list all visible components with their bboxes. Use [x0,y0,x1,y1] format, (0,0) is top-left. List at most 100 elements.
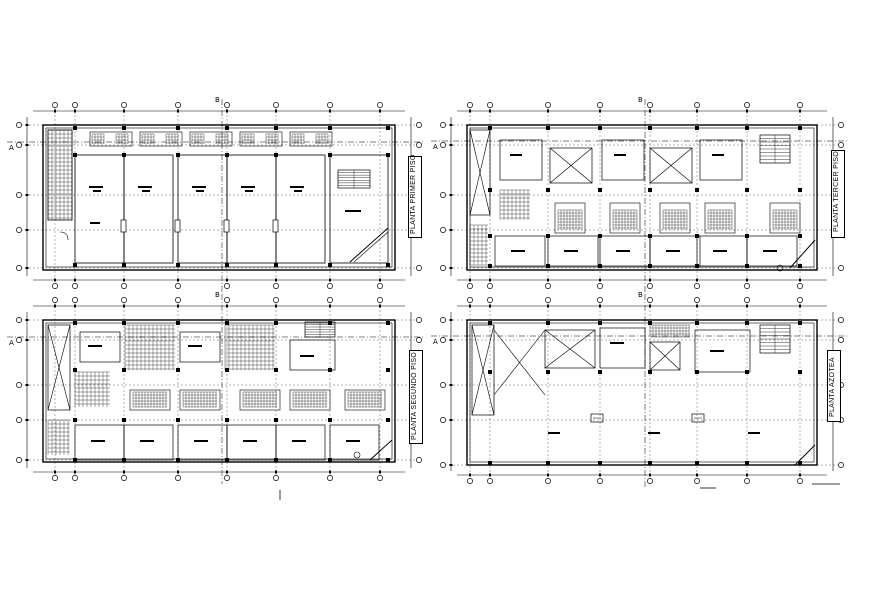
column [73,153,77,157]
dimension-tick [799,304,801,308]
grid-bubble-right [838,265,844,271]
kitchen [289,339,336,371]
dimension-tick [547,473,549,477]
shop-label-sub [196,190,204,192]
shop-label [290,186,304,188]
dimension-tick [696,304,698,308]
grid-bubble-bottom [694,283,700,289]
dimension-tick [449,384,453,386]
title-box-third-floor [831,150,845,238]
dimension-tick [547,109,549,113]
grid-bubble-bottom [597,283,603,289]
grid-bubble-top [545,102,551,108]
column [546,264,550,268]
grid-bubble-left [16,457,22,463]
dimension-tick [599,109,601,113]
column [598,264,602,268]
bath-row [289,389,331,411]
grid-bubble-bottom [797,478,803,484]
dimension-tick [799,109,801,113]
grid-bubble-left [440,417,446,423]
grid-bubble-bottom [545,283,551,289]
grid-bubble-top [487,102,493,108]
bath-row [239,389,281,411]
column [176,321,180,325]
column [488,461,492,465]
column [274,153,278,157]
shop-unit [74,154,125,264]
column [122,321,126,325]
machine-room [599,327,646,369]
grid-bubble-top [545,297,551,303]
room-top-3 [699,139,743,181]
column [745,126,749,130]
slope-arrow-label [748,432,760,434]
column [798,370,802,374]
column [328,458,332,462]
grid-bubble-left [440,192,446,198]
column [546,370,550,374]
shop-door [272,219,279,233]
dimension-tick [177,304,179,308]
grid-bubble-top [487,297,493,303]
grid-bubble-top [52,102,58,108]
grid-bubble-left [16,417,22,423]
apartment-bath [704,202,736,234]
dimension-tick [547,278,549,282]
grid-bubble-bottom [72,475,78,481]
shop-label [89,186,103,188]
shop-unit [275,154,326,264]
grid-bubble-bottom [224,475,230,481]
dimension-tick [275,304,277,308]
column [73,321,77,325]
dimension-tick [74,470,76,474]
room-top-2 [601,139,645,181]
bath-row [344,389,386,411]
grid-bubble-top [647,297,653,303]
grid-bubble-right [416,265,422,271]
lobby [329,154,389,264]
exterior-wall [42,319,396,463]
grid-bubble-bottom [175,283,181,289]
grid-bubble-top [52,297,58,303]
shop-door [174,219,181,233]
dimension-tick [226,109,228,113]
dimension-tick [696,278,698,282]
bath-tile [557,209,583,230]
bedroom-unit [746,235,798,267]
column [176,126,180,130]
roof-drain [590,413,604,423]
restroom-tile [315,133,329,144]
bedroom-label [564,250,578,252]
dimension-tick [25,229,29,231]
bath-tile [612,209,638,230]
dimension-tick [489,278,491,282]
grid-bubble-bottom [327,283,333,289]
grid-bubble-left [16,192,22,198]
dimension-tick [25,319,29,321]
dimension-tick [177,109,179,113]
bath-row [129,389,171,411]
bedroom-label [616,250,630,252]
plan-title-first-floor: PLANTA PRIMER PISO [410,154,417,234]
dimension-tick [123,304,125,308]
room-b [179,331,221,363]
restroom-tile [141,133,155,144]
title-box-first-floor [408,156,422,238]
dimension-tick [799,473,801,477]
void-outline [649,147,693,184]
dimension-tick [379,304,381,308]
dimension-tick [74,109,76,113]
dimension-tick [123,109,125,113]
dimension-tick [25,419,29,421]
dimension-tick [547,304,549,308]
column [225,458,229,462]
exterior-wall [466,319,818,466]
grid-bubble-top [175,297,181,303]
column [328,263,332,267]
void-outline [544,329,596,369]
dimension-tick [599,304,601,308]
shop-unit [226,154,277,264]
dimension-tick [25,194,29,196]
